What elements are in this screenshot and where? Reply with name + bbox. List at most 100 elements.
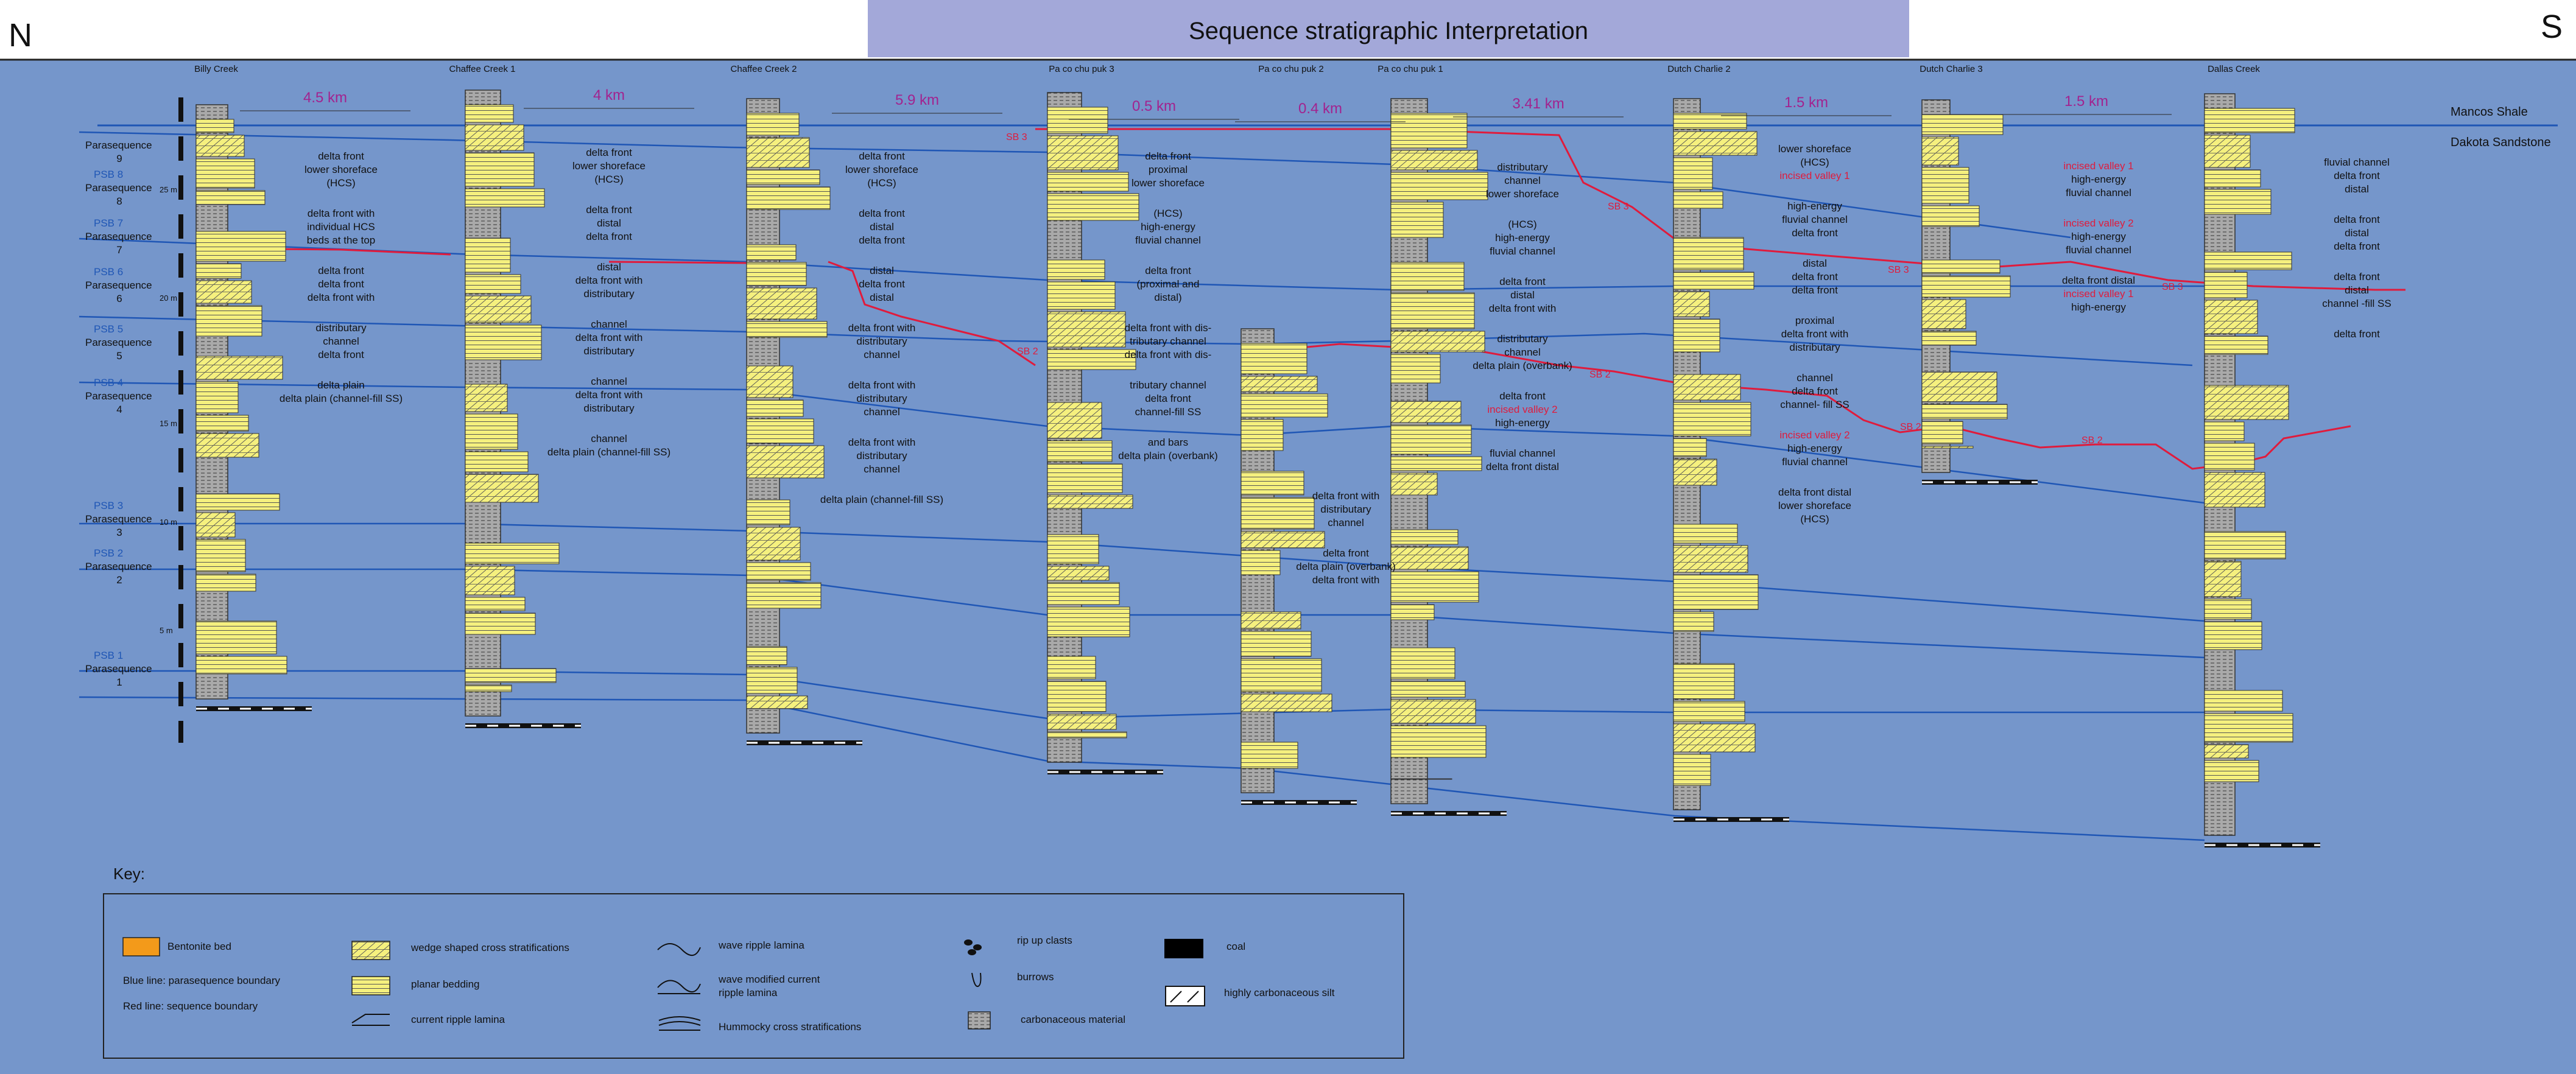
facies-label: delta front (859, 234, 905, 246)
wave-ripple-icon (657, 943, 701, 956)
well-name: Dallas Creek (2208, 64, 2260, 74)
current-ripple-icon (351, 1014, 390, 1026)
facies-label: delta front (1323, 547, 1369, 559)
facies-label: delta front (1792, 385, 1838, 397)
facies-label: high-energy (2071, 174, 2126, 185)
facies-label: high-energy (2071, 301, 2126, 313)
facies-label: distal (870, 292, 894, 303)
parasequence-number: 4 (116, 404, 122, 415)
parasequence-name: Parasequence (85, 182, 152, 194)
psb-label: PSB 2 (94, 547, 123, 559)
facies-label: high-energy (1495, 417, 1550, 429)
legend-current-ripple: current ripple lamina (411, 1014, 505, 1025)
facies-label: beds at the top (307, 234, 375, 246)
scale-mark: 15 m (160, 419, 177, 428)
facies-label: channel (591, 376, 627, 387)
well-name: Chaffee Creek 2 (731, 64, 797, 74)
facies-label: delta front (586, 204, 632, 216)
psb-label: PSB 8 (94, 169, 123, 180)
distance-label: 0.5 km (1132, 98, 1176, 114)
well-name: Dutch Charlie 2 (1667, 64, 1730, 74)
facies-label: lower shoreface (1778, 500, 1851, 511)
legend-coal: coal (1226, 941, 1245, 952)
facies-label: distal (870, 221, 894, 233)
facies-label: fluvial channel (1782, 456, 1848, 468)
parasequence-number: 1 (116, 676, 122, 688)
facies-label: distal (1510, 289, 1535, 301)
facies-label: distal (597, 261, 621, 273)
facies-label: delta front (859, 150, 905, 162)
scale-marks: 25 m20 m15 m10 m5 m (160, 185, 177, 635)
parasequence-name: Parasequence (85, 279, 152, 291)
legend-burrows: burrows (1017, 971, 1054, 983)
facies-label: high-energy (1495, 232, 1550, 244)
facies-label: (proximal and (1137, 278, 1200, 290)
facies-label: delta front (2334, 214, 2380, 225)
facies-label: (HCS) (1800, 156, 1829, 168)
parasequence-number: 9 (116, 153, 122, 164)
legend-frame (103, 893, 1404, 1059)
facies-label: delta front (318, 278, 364, 290)
well-name: Pa co chu puk 1 (1378, 64, 1443, 74)
facies-label: delta front (2334, 240, 2380, 252)
parasequence-name: Parasequence (85, 231, 152, 242)
facies-label: distributary (583, 288, 635, 300)
facies-label: delta plain (overbank) (1473, 360, 1572, 371)
legend-wave-modified-2: ripple lamina (719, 987, 778, 999)
facies-label: delta front distal (2062, 275, 2135, 286)
facies-label: delta front distal (1486, 461, 1559, 472)
facies-label: delta plain (channel-fill SS) (280, 393, 403, 404)
facies-label: distal (1803, 258, 1827, 269)
facies-label: lower shoreface (572, 160, 646, 172)
facies-label: fluvial channel (2066, 187, 2131, 198)
facies-label: delta plain (overbank) (1118, 450, 1217, 462)
facies-label: delta front with (848, 322, 916, 334)
parasequence-number: 8 (116, 195, 122, 207)
facies-label: lower shoreface (1131, 177, 1205, 189)
facies-label: delta front with (1312, 490, 1380, 502)
well-name: Pa co chu puk 2 (1258, 64, 1324, 74)
facies-label: distal (870, 265, 894, 276)
wave-modified-icon (657, 980, 701, 994)
facies-label: channel (323, 335, 359, 347)
facies-label: (HCS) (326, 177, 355, 189)
facies-label: proximal (1795, 315, 1834, 326)
parasequence-number: 3 (116, 527, 122, 538)
facies-label: channel (1504, 175, 1541, 186)
distance-label: 1.5 km (1784, 94, 1828, 111)
facies-label: delta plain (overbank) (1296, 561, 1395, 572)
facies-label: channel (591, 318, 627, 330)
facies-label: delta front (1145, 393, 1191, 404)
sequence-boundary-label: SB 3 (1006, 132, 1027, 142)
well-column (1921, 99, 2038, 485)
legend-carbonaceous: carbonaceous material (1021, 1014, 1125, 1025)
facies-label: incised valley 2 (1779, 429, 1849, 441)
distance-label: 0.4 km (1298, 100, 1342, 117)
facies-label: channel -fill SS (2322, 298, 2391, 309)
legend-red-line: Red line: sequence boundary (123, 1000, 258, 1012)
distance-label: 5.9 km (895, 92, 939, 108)
facies-label: fluvial channel (1490, 448, 1555, 459)
well-name: Billy Creek (194, 64, 238, 74)
facies-label: lower shoreface (1486, 188, 1559, 200)
psb-label: PSB 1 (94, 650, 123, 661)
facies-label: delta front distal (1778, 486, 1851, 498)
legend-wave-ripple: wave ripple lamina (718, 939, 804, 951)
diagram-title: Sequence stratigraphic Interpretation (1189, 18, 1588, 44)
formation-dakota-sandstone: Dakota Sandstone (2451, 136, 2551, 149)
psb-label: PSB 4 (94, 377, 123, 388)
facies-label: delta plain (channel-fill SS) (820, 494, 943, 505)
facies-label: (HCS) (1153, 208, 1182, 219)
sequence-boundary-label: SB 3 (1888, 265, 1909, 275)
facies-label: delta front (1145, 150, 1191, 162)
facies-label: delta front with (848, 437, 916, 448)
facies-label: distributary (583, 345, 635, 357)
highly-carbonaceous-swatch (1165, 986, 1205, 1006)
parasequence-name: Parasequence (85, 337, 152, 348)
sequence-boundary-label: SB 3 (1608, 202, 1629, 212)
facies-label: channel (864, 406, 900, 418)
parasequence-number: 6 (116, 293, 122, 304)
facies-label: delta front (586, 147, 632, 158)
